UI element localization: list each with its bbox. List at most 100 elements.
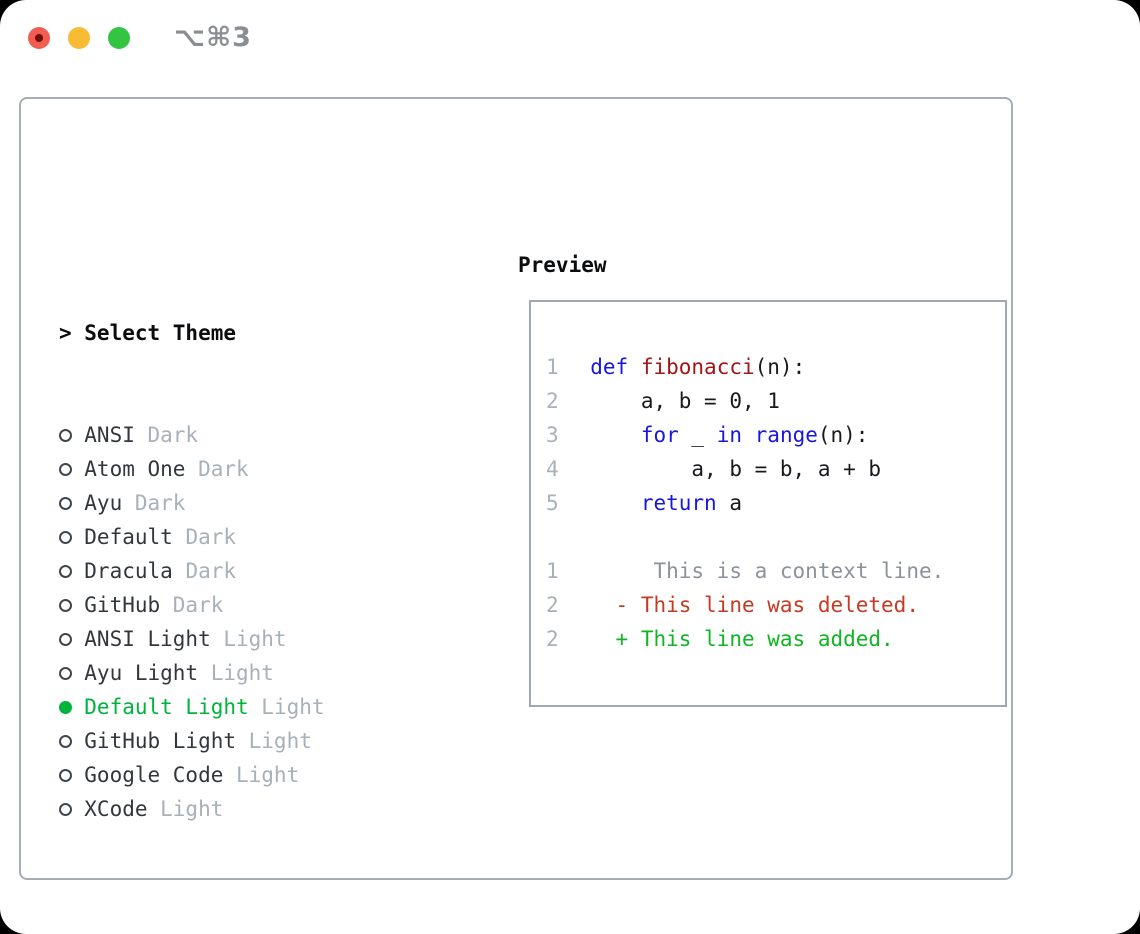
radio-icon — [59, 452, 84, 486]
variant-label: Light — [236, 763, 300, 787]
line-number: 4 — [546, 457, 559, 481]
code-segment-function: fibonacci — [640, 355, 755, 379]
code-line: 1 def fibonacci(n): — [546, 350, 1005, 384]
theme-option-google-code[interactable]: Google Code Light — [59, 758, 413, 792]
option-label: ANSI — [84, 423, 135, 447]
code-segment-plain — [628, 355, 641, 379]
code-segment-plain: _ — [678, 423, 717, 447]
theme-option-default-light[interactable]: Default Light Light — [59, 690, 413, 724]
variant-label: Light — [160, 797, 224, 821]
option-label: Ayu Light — [84, 661, 199, 685]
theme-option-ansi[interactable]: ANSI Dark — [59, 418, 413, 452]
radio-icon — [59, 792, 84, 826]
window-title-shortcut: ⌥⌘3 — [174, 22, 252, 53]
code-line — [546, 520, 1005, 554]
variant-label: Light — [248, 729, 312, 753]
code-line: 3 for _ in range(n): — [546, 418, 1005, 452]
code-segment-added: + This line was added. — [590, 627, 894, 651]
code-segment-plain: a, b = b, a + b — [590, 457, 882, 481]
code-segment-plain — [742, 423, 755, 447]
code-segment-plain: (n): — [817, 423, 869, 447]
line-number: 2 — [546, 593, 559, 617]
preview-title: Preview — [518, 253, 607, 277]
variant-label: Dark — [185, 559, 237, 583]
minimize-button[interactable] — [68, 27, 90, 49]
radio-selected-icon — [59, 690, 84, 724]
theme-option-dracula[interactable]: Dracula Dark — [59, 554, 413, 588]
line-number: 1 — [546, 559, 559, 583]
radio-icon — [59, 486, 84, 520]
option-label: XCode — [84, 797, 148, 821]
theme-option-atom-one[interactable]: Atom One Dark — [59, 452, 413, 486]
code-segment-plain — [590, 423, 641, 447]
radio-icon — [59, 758, 84, 792]
page-title: Select Theme — [84, 321, 236, 345]
radio-icon — [59, 520, 84, 554]
select-theme-header: > Select Theme — [59, 316, 413, 350]
variant-label: Light — [261, 695, 325, 719]
line-number: 3 — [546, 423, 559, 447]
radio-icon — [59, 418, 84, 452]
variant-label: Dark — [172, 593, 224, 617]
option-label: Atom One — [84, 457, 186, 481]
titlebar: ⌥⌘3 — [28, 22, 252, 53]
zoom-button[interactable] — [108, 27, 130, 49]
variant-label: Dark — [185, 525, 237, 549]
code-segment-keyword: for — [640, 423, 679, 447]
close-button[interactable] — [28, 27, 50, 49]
theme-option-xcode[interactable]: XCode Light — [59, 792, 413, 826]
theme-option-default[interactable]: Default Dark — [59, 520, 413, 554]
option-label: Dracula — [84, 559, 173, 583]
option-label: Default Light — [84, 695, 249, 719]
option-label: Google Code — [84, 763, 224, 787]
option-label: Default — [84, 525, 173, 549]
variant-label: Light — [223, 627, 287, 651]
code-segment-plain: a — [716, 491, 742, 515]
option-label: GitHub Light — [84, 729, 236, 753]
radio-icon — [59, 622, 84, 656]
code-line: 2 + This line was added. — [546, 622, 1005, 656]
radio-icon — [59, 554, 84, 588]
code-segment-keyword: in — [716, 423, 742, 447]
unsaved-changes-dot-icon — [35, 34, 43, 42]
option-label: GitHub — [84, 593, 161, 617]
variant-label: Dark — [147, 423, 199, 447]
option-label: ANSI Light — [84, 627, 211, 651]
radio-icon — [59, 724, 84, 758]
code-line: 2 a, b = 0, 1 — [546, 384, 1005, 418]
variant-label: Dark — [134, 491, 186, 515]
radio-icon — [59, 588, 84, 622]
code-segment-context: This is a context line. — [590, 559, 945, 583]
spacer — [59, 894, 413, 928]
variant-label: Light — [210, 661, 274, 685]
theme-option-github-light[interactable]: GitHub Light Light — [59, 724, 413, 758]
line-number: 2 — [546, 389, 559, 413]
code-segment-keyword: def — [590, 355, 629, 379]
prompt-icon: > — [59, 321, 72, 345]
theme-option-ansi-light[interactable]: ANSI Light Light — [59, 622, 413, 656]
code-segment-plain: a, b = 0, 1 — [590, 389, 780, 413]
option-label: Ayu — [84, 491, 123, 515]
code-line: 2 - This line was deleted. — [546, 588, 1005, 622]
code-segment-plain — [590, 491, 641, 515]
line-number: 5 — [546, 491, 559, 515]
code-line: 5 return a — [546, 486, 1005, 520]
theme-option-github[interactable]: GitHub Dark — [59, 588, 413, 622]
line-number: 2 — [546, 627, 559, 651]
theme-option-ayu[interactable]: Ayu Dark — [59, 486, 413, 520]
radio-icon — [59, 656, 84, 690]
code-segment-keyword: range — [754, 423, 818, 447]
code-segment-deleted: - This line was deleted. — [590, 593, 919, 617]
line-number: 1 — [546, 355, 559, 379]
code-segment-plain: (n): — [754, 355, 806, 379]
variant-label: Dark — [198, 457, 249, 481]
theme-option-ayu-light[interactable]: Ayu Light Light — [59, 656, 413, 690]
code-line: 4 a, b = b, a + b — [546, 452, 1005, 486]
code-line: 1 This is a context line. — [546, 554, 1005, 588]
